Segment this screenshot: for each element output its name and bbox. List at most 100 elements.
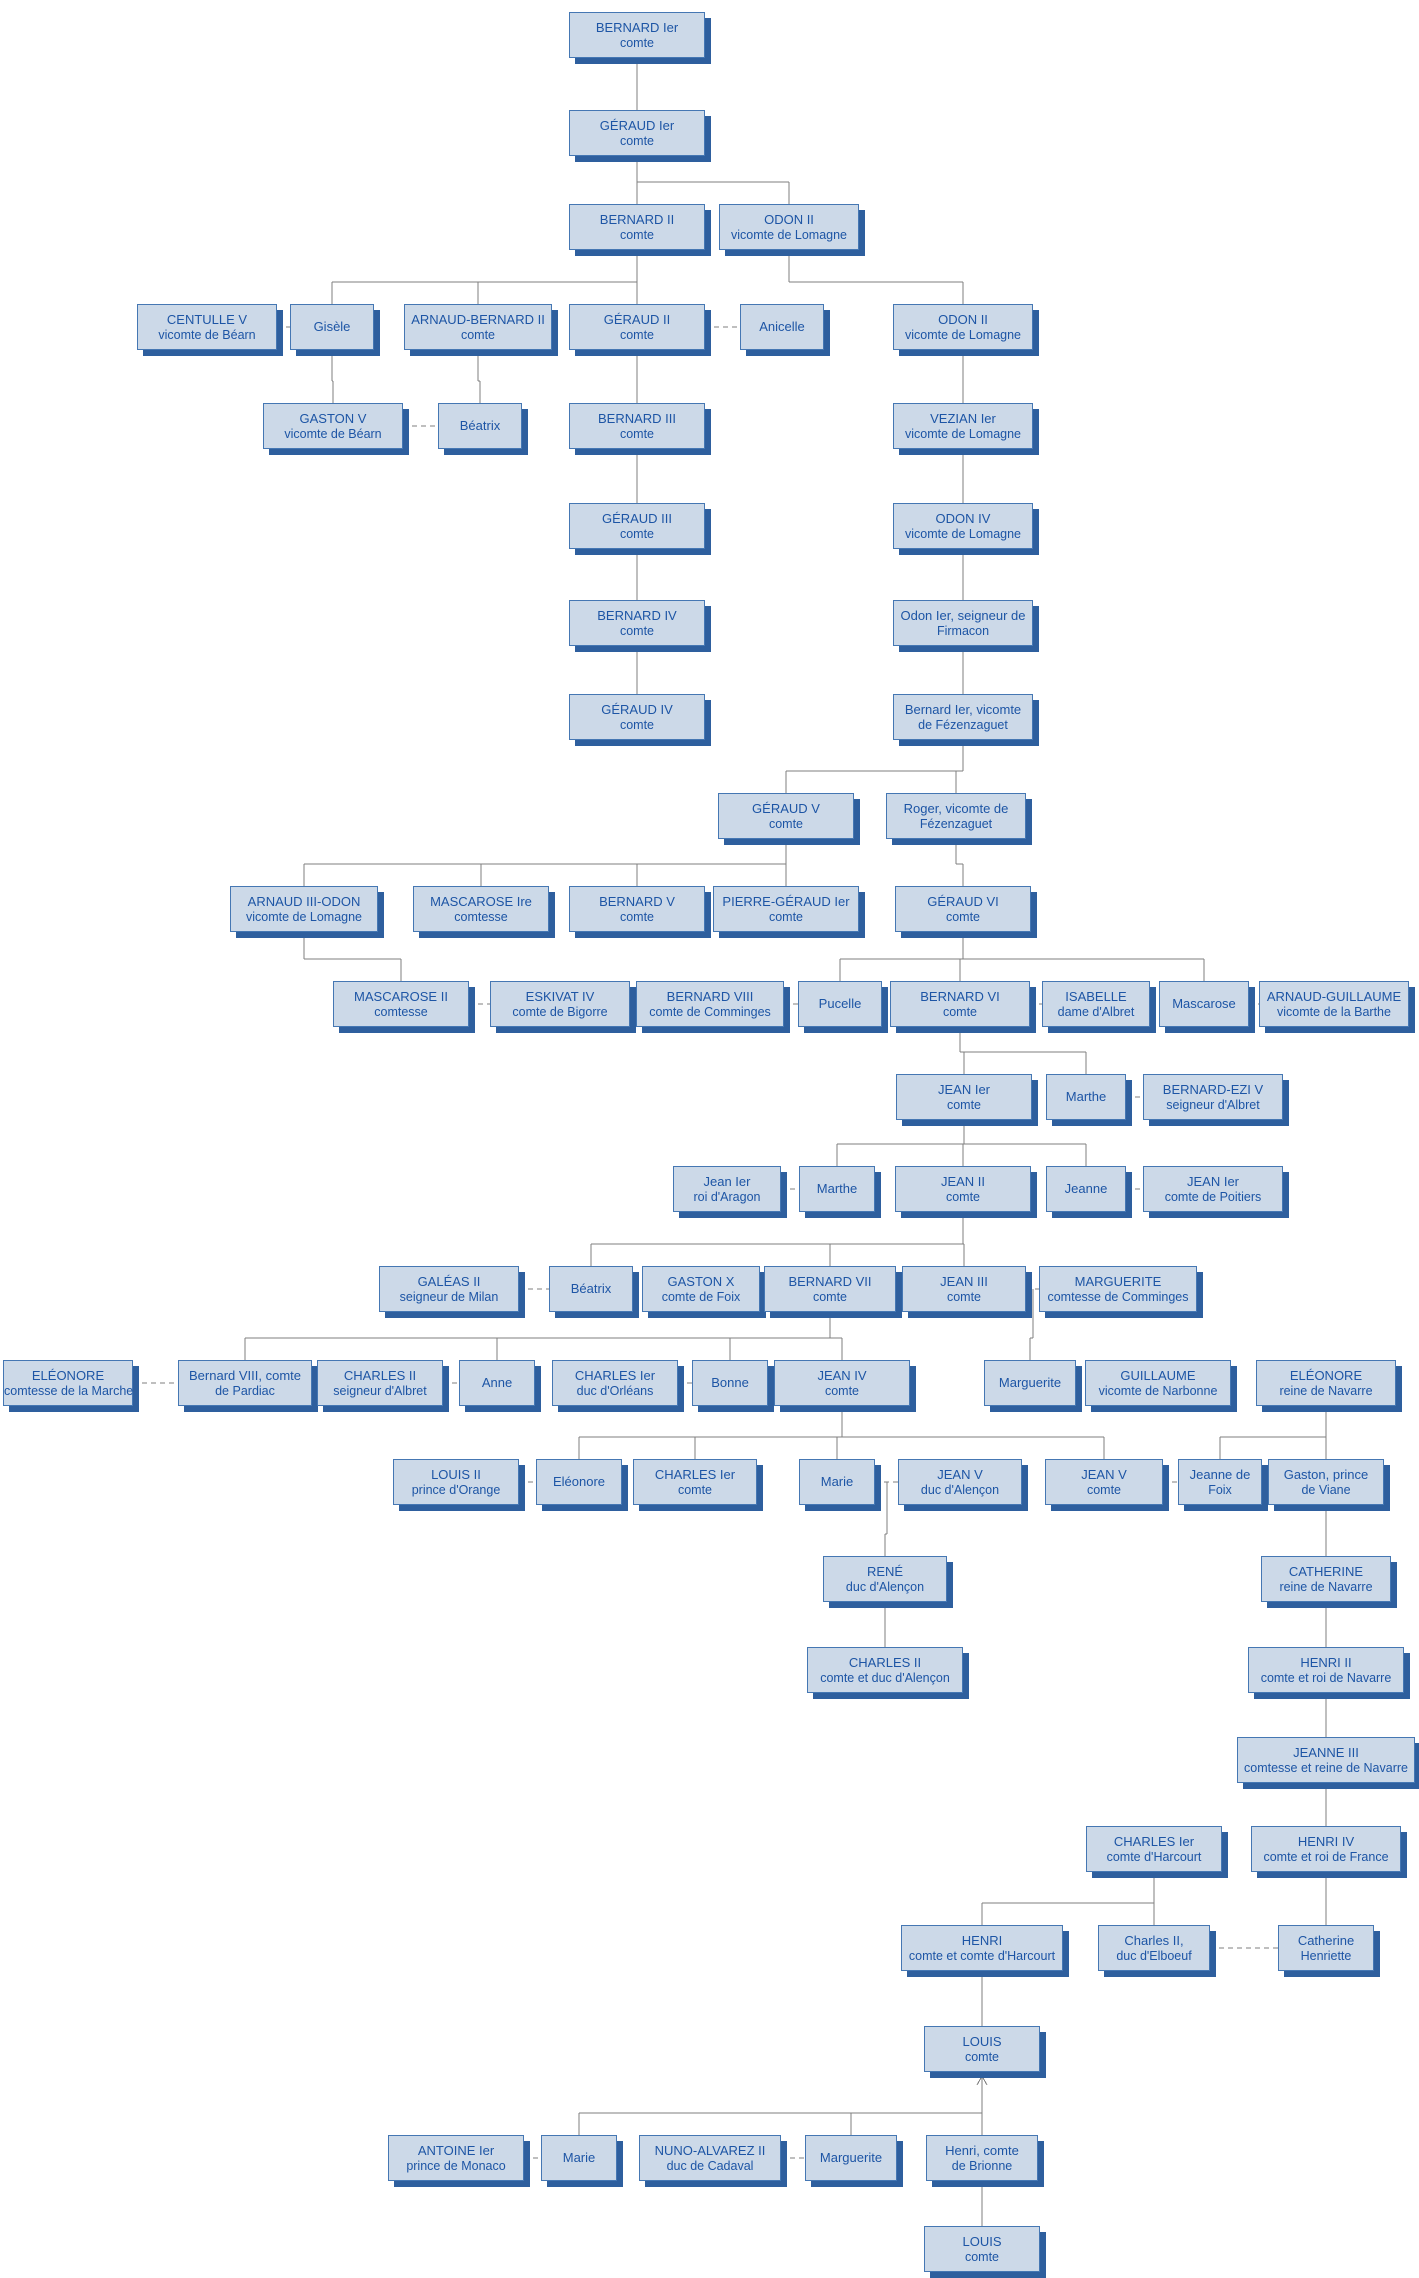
- person-title: comte: [677, 1482, 713, 1497]
- person-name: CHARLES Ier: [654, 1466, 736, 1482]
- person-title: reine de Navarre: [1279, 1579, 1373, 1594]
- succession-arrow: [981, 2075, 988, 2086]
- person-title: comte et roi de France: [1263, 1849, 1389, 1864]
- person-title: comtesse et reine de Navarre: [1244, 1760, 1408, 1775]
- person-name: Marie: [820, 1474, 854, 1489]
- person-name: Béatrix: [570, 1281, 612, 1296]
- person-node-mascarose: Mascarose: [1159, 981, 1249, 1027]
- person-title: comte: [768, 909, 804, 924]
- person-name: GÉRAUD IV: [601, 701, 673, 717]
- person-node-jeanne: Jeanne: [1046, 1166, 1126, 1212]
- person-node-eleonoreb: Eléonore: [536, 1459, 622, 1505]
- person-title: comte de Poitiers: [1164, 1189, 1262, 1204]
- person-title: Henriette: [1300, 1948, 1352, 1963]
- person-name: MASCAROSE II: [354, 988, 448, 1004]
- person-name: PIERRE-GÉRAUD Ier: [722, 893, 850, 909]
- person-title: comtesse de Comminges: [1047, 1289, 1189, 1304]
- person-name: Catherine: [1297, 1932, 1355, 1948]
- person-title: comte: [946, 1097, 982, 1112]
- person-name: MARGUERITE: [1074, 1273, 1162, 1289]
- person-name: GUILLAUME: [1120, 1367, 1196, 1383]
- person-name: BERNARD VIII: [666, 988, 754, 1004]
- person-title: prince d'Orange: [411, 1482, 501, 1497]
- person-name: HENRI: [961, 1932, 1003, 1948]
- person-name: GÉRAUD Ier: [599, 117, 675, 133]
- person-name: JEAN IV: [817, 1367, 867, 1383]
- person-name: BERNARD-EZI V: [1162, 1081, 1264, 1097]
- person-title: comte de Comminges: [649, 1004, 771, 1019]
- person-name: Anne: [481, 1375, 513, 1390]
- person-name: LOUIS: [962, 2233, 1002, 2249]
- person-title: de Viane: [1301, 1482, 1351, 1497]
- person-name: Mascarose: [1172, 996, 1236, 1011]
- person-node-anne: Anne: [459, 1360, 535, 1406]
- person-node-marthea: Marthe: [1046, 1074, 1126, 1120]
- person-name: Bernard Ier, vicomte: [904, 701, 1022, 717]
- person-name: GASTON V: [299, 410, 367, 426]
- person-node-mariea: Marie: [799, 1459, 875, 1505]
- person-name: HENRI II: [1300, 1654, 1352, 1670]
- person-node-charles2elboeuf: Charles II,duc d'Elboeuf: [1098, 1925, 1210, 1971]
- person-title: comte: [619, 35, 655, 50]
- person-name: Jeanne: [1064, 1181, 1108, 1196]
- person-name: ISABELLE: [1065, 988, 1127, 1004]
- person-name: ELÉONORE: [1289, 1367, 1363, 1383]
- person-name: JEAN V: [937, 1466, 983, 1482]
- person-name: Marthe: [1065, 1089, 1107, 1104]
- person-node-anicelle: Anicelle: [740, 304, 824, 350]
- person-title: dame d'Albret: [1057, 1004, 1135, 1019]
- person-title: comte: [945, 1189, 981, 1204]
- person-title: comte et roi de Navarre: [1260, 1670, 1392, 1685]
- person-name: CHARLES II: [848, 1654, 922, 1670]
- person-title: comte: [1086, 1482, 1122, 1497]
- person-title: roi d'Aragon: [693, 1189, 761, 1204]
- person-name: MASCAROSE Ire: [430, 893, 532, 909]
- person-title: duc d'Alençon: [920, 1482, 1000, 1497]
- person-name: Gaston, prince: [1283, 1466, 1369, 1482]
- person-title: comte et comte d'Harcourt: [908, 1948, 1056, 1963]
- person-name: ARNAUD-BERNARD II: [411, 311, 545, 327]
- person-name: LOUIS: [962, 2033, 1002, 2049]
- person-name: NUNO-ALVAREZ II: [654, 2142, 766, 2158]
- person-title: prince de Monaco: [406, 2158, 506, 2173]
- person-name: Jeanne de: [1189, 1466, 1251, 1482]
- person-name: Henri, comte: [945, 2142, 1019, 2158]
- person-title: de Fézenzaguet: [918, 717, 1008, 732]
- person-name: Bernard VIII, comte: [189, 1367, 301, 1383]
- person-name: JEAN Ier: [937, 1081, 990, 1097]
- person-name: Odon Ier, seigneur de: [900, 607, 1026, 623]
- person-title: comte: [619, 327, 655, 342]
- person-node-gisele: Gisèle: [290, 304, 374, 350]
- person-title: comte: [768, 816, 804, 831]
- person-title: vicomte de Lomagne: [904, 526, 1022, 541]
- person-name: CHARLES Ier: [574, 1367, 656, 1383]
- person-node-martheb: Marthe: [799, 1166, 875, 1212]
